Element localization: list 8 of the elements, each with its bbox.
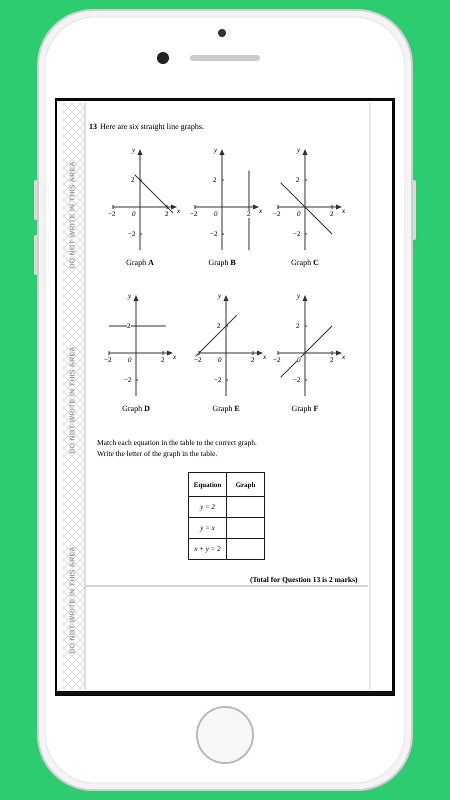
- graph-caption: Graph E: [212, 405, 240, 413]
- question-text: Here are six straight line graphs.: [100, 123, 204, 131]
- graph-caption: Graph B: [208, 259, 236, 267]
- graph-caption: Graph D: [122, 405, 150, 413]
- graph-caption: Graph C: [291, 259, 319, 267]
- graph-caption: Graph A: [126, 259, 154, 267]
- graph-caption: Graph F: [292, 405, 318, 413]
- question-number: 13: [89, 123, 97, 131]
